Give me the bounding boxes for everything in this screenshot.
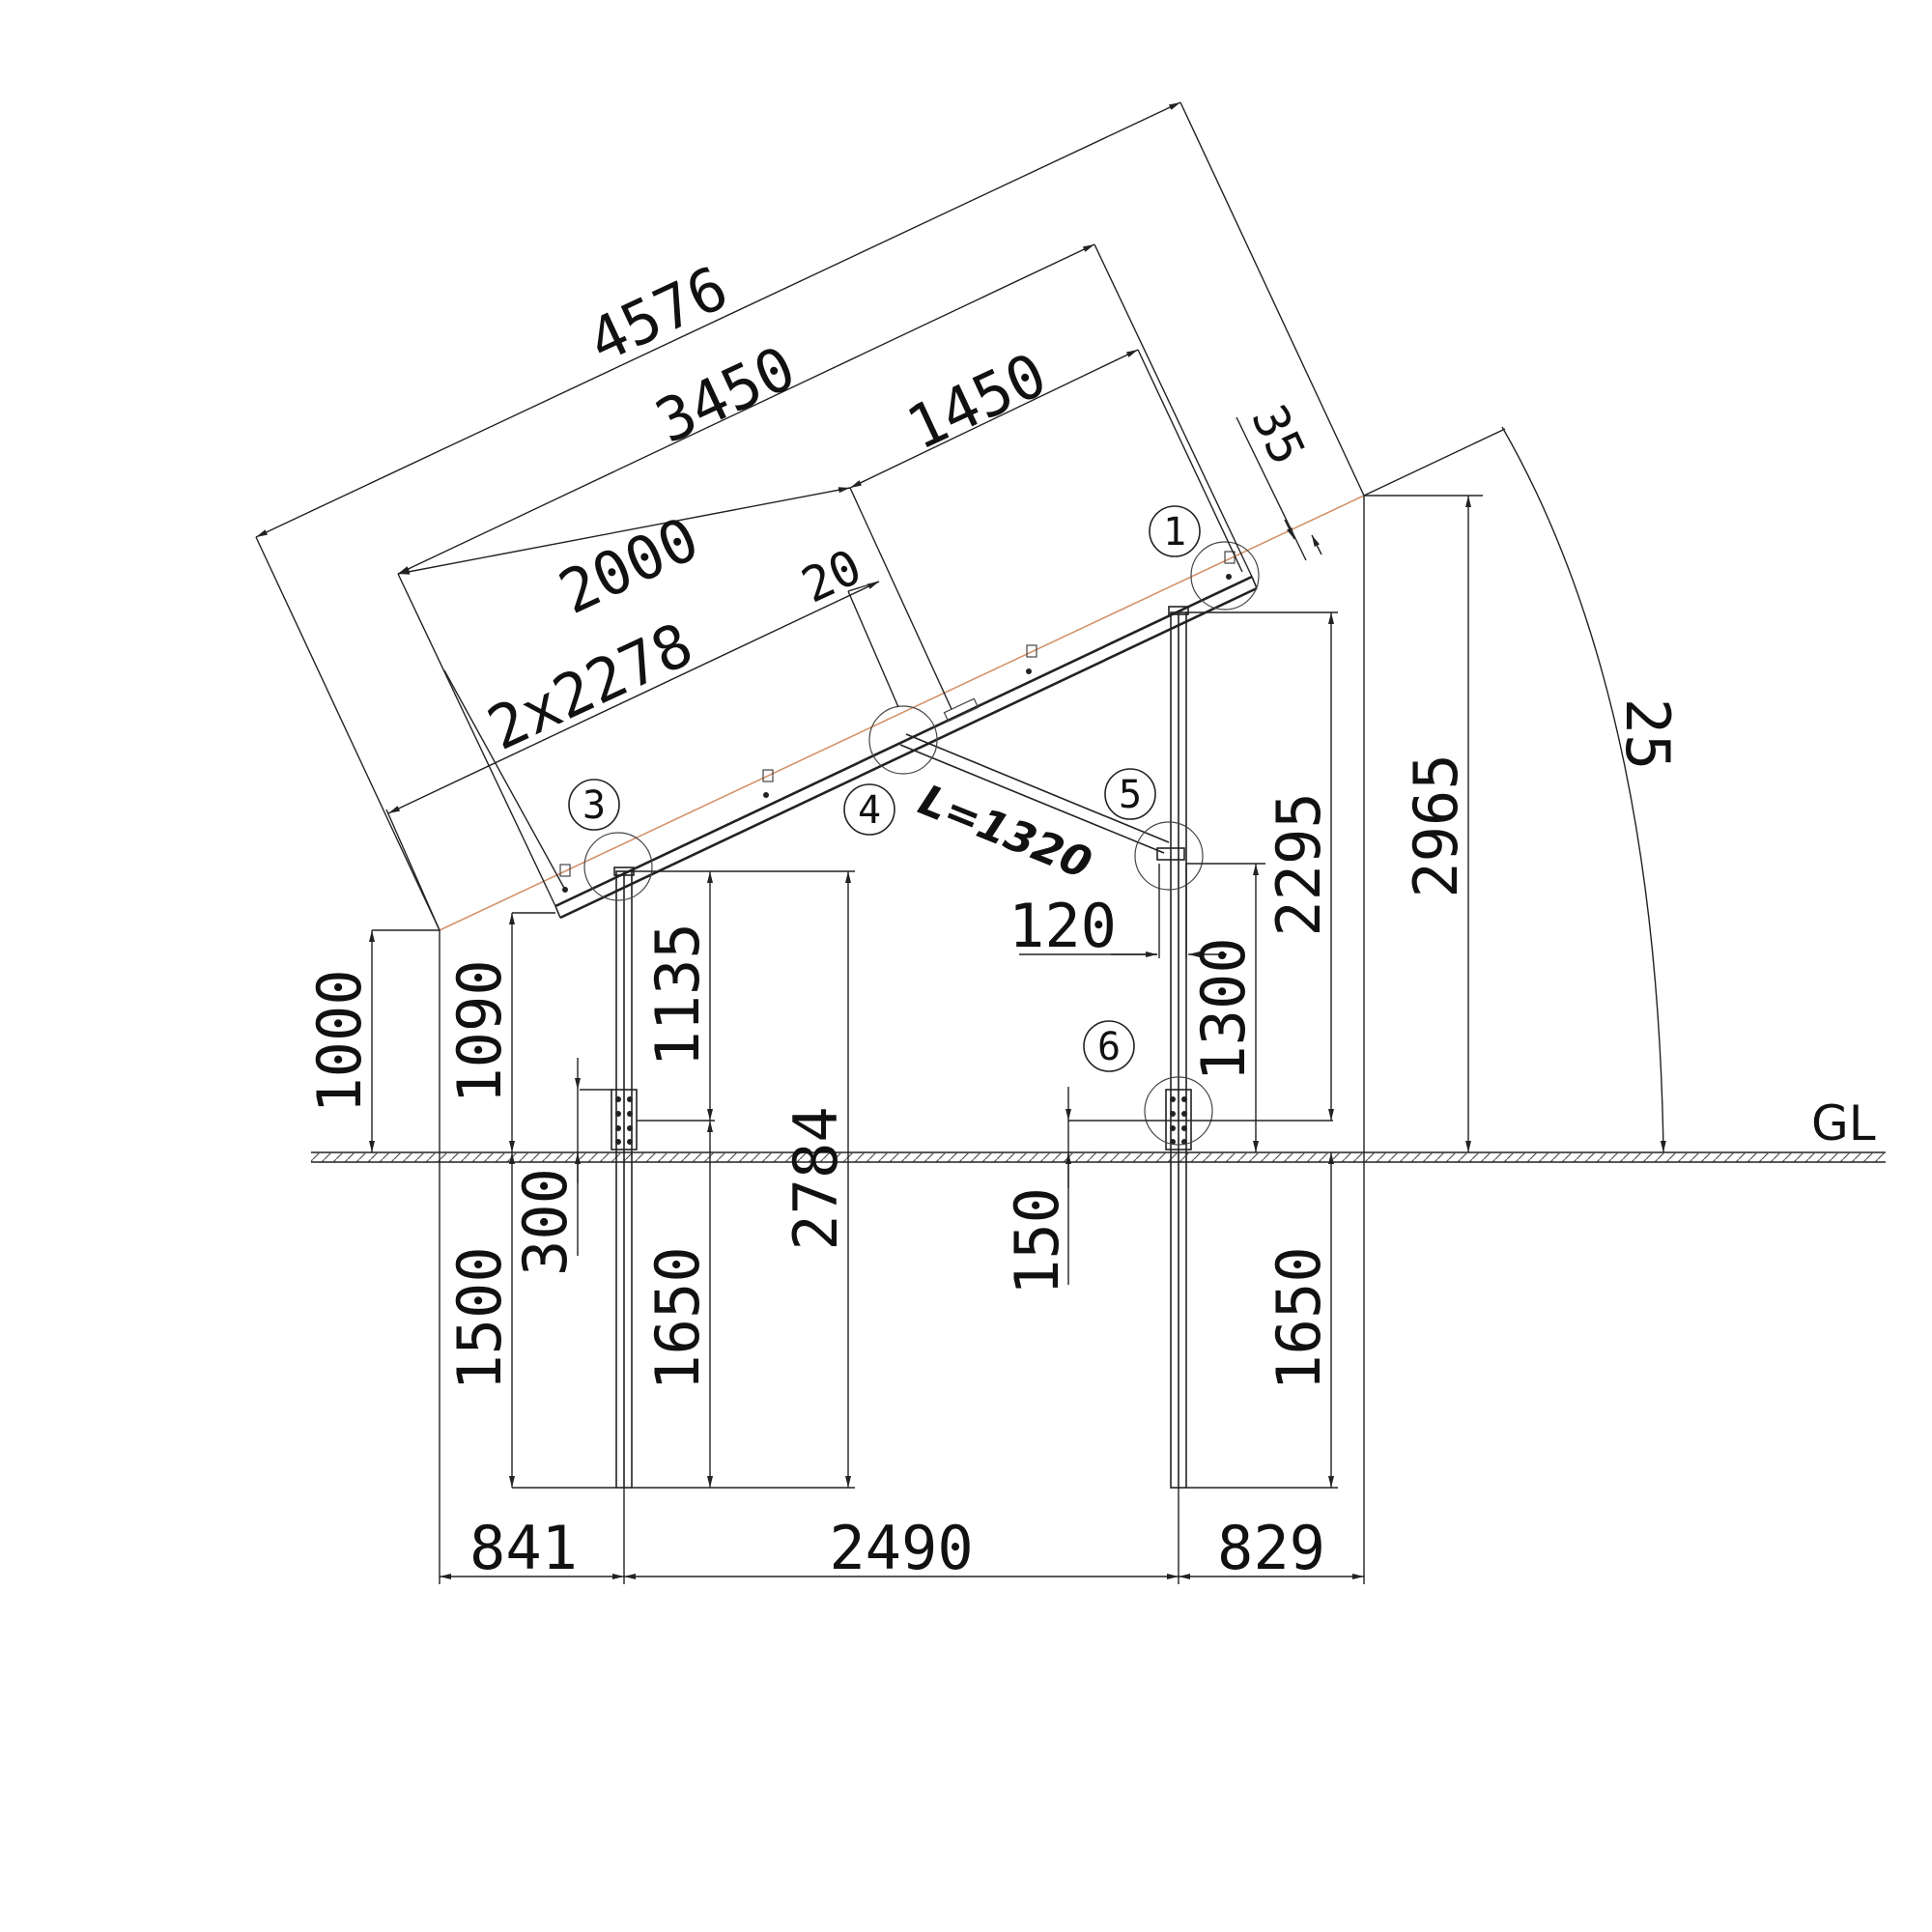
rail-clamps — [559, 551, 1236, 893]
dim-4576 — [255, 101, 1365, 931]
dim-text-2295: 2295 — [1264, 792, 1334, 936]
dim-text-1650-front: 1650 — [642, 1246, 713, 1390]
vertical-dimensions — [369, 495, 1483, 1489]
inclined-rail — [554, 575, 1258, 920]
dim-text-829: 829 — [1217, 1513, 1325, 1583]
detail-circle-3 — [583, 832, 653, 901]
dim-text-35: 35 — [1240, 397, 1316, 473]
callout-6: 6 — [1083, 1020, 1135, 1072]
detail-circle-1 — [1190, 541, 1260, 611]
rear-post — [1170, 611, 1187, 1489]
dim-text-1500: 1500 — [444, 1246, 515, 1390]
ground-level-label: GL — [1811, 1095, 1876, 1151]
dim-text-120: 120 — [1009, 891, 1117, 961]
detail-circle-5 — [1134, 821, 1204, 891]
dim-text-841: 841 — [469, 1513, 578, 1583]
front-post — [615, 870, 633, 1489]
dim-text-1650-rear: 1650 — [1264, 1246, 1334, 1390]
callout-3: 3 — [568, 779, 620, 831]
bottom-dimensions — [439, 496, 1365, 1584]
diagonal-brace — [899, 733, 1170, 854]
svg-text:1: 1 — [1163, 510, 1186, 554]
dim-text-2965: 2965 — [1401, 753, 1471, 897]
panel-surface — [439, 495, 1365, 931]
dim-text-25: 25 — [1612, 698, 1683, 771]
detail-circle-6 — [1144, 1076, 1213, 1146]
dim-text-150: 150 — [1002, 1187, 1072, 1295]
dim-text-4576: 4576 — [578, 252, 738, 377]
dim-text-1000: 1000 — [304, 969, 375, 1113]
rear-base-plate — [1165, 1089, 1192, 1151]
dim-35 — [1236, 416, 1322, 561]
dim-text-2000: 2000 — [549, 503, 709, 628]
rear-rail-bracket — [1168, 606, 1189, 615]
svg-text:5: 5 — [1119, 773, 1142, 817]
dim-text-1450: 1450 — [896, 339, 1057, 464]
dim-2x2278 — [385, 581, 899, 931]
svg-text:4: 4 — [858, 788, 881, 833]
dim-text-3450: 3450 — [645, 332, 806, 457]
dim-text-2784: 2784 — [781, 1106, 851, 1250]
dim-text-20: 20 — [793, 539, 869, 614]
callout-4: 4 — [843, 783, 895, 836]
svg-text:3: 3 — [582, 783, 606, 828]
dim-text-2x2278: 2x2278 — [477, 609, 703, 764]
brace-bracket — [1156, 847, 1185, 861]
angle-arc-25 — [1501, 426, 1666, 1153]
dim-text-1090: 1090 — [444, 959, 515, 1103]
ground-line — [311, 1151, 1886, 1163]
dim-text-1135: 1135 — [642, 923, 713, 1066]
front-base-plate — [611, 1089, 638, 1151]
callout-5: 5 — [1104, 768, 1156, 820]
dim-text-1300: 1300 — [1188, 937, 1259, 1081]
dim-text-300: 300 — [510, 1168, 581, 1276]
angle-ref-line — [1363, 428, 1506, 497]
brace-length-label: L=1320 — [912, 776, 1098, 889]
callout-1: 1 — [1149, 505, 1201, 557]
dim-text-2490: 2490 — [829, 1513, 973, 1583]
svg-text:6: 6 — [1097, 1025, 1121, 1069]
detail-circle-4 — [868, 705, 938, 775]
